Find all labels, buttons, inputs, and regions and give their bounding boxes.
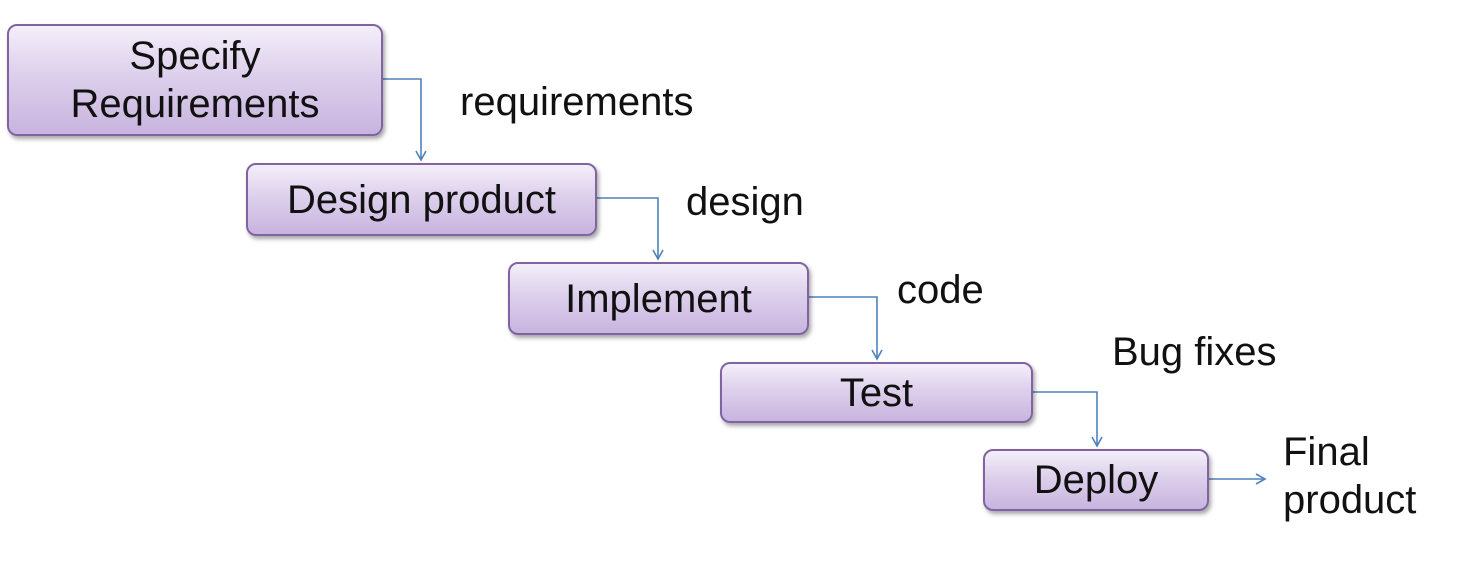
stage-label: Design product [286, 177, 557, 222]
arrow-implement-to-test [809, 296, 883, 361]
stage-label: Implement [565, 276, 752, 321]
flow-label-bug-fixes: Bug fixes [1112, 330, 1277, 374]
arrow-specify-to-design [383, 78, 427, 162]
arrow-test-to-deploy [1033, 391, 1103, 448]
stage-specify-requirements: Specify Requirements [7, 24, 383, 136]
arrow-design-to-implement [597, 197, 664, 261]
stage-implement: Implement [508, 262, 809, 335]
stage-test: Test [720, 362, 1033, 423]
flow-label-design: design [686, 180, 804, 224]
flow-label-final-product: Final product [1283, 430, 1417, 522]
stage-deploy: Deploy [983, 449, 1209, 511]
flow-label-code: code [897, 268, 984, 312]
stage-label: Specify Requirements [70, 34, 320, 126]
flow-label-requirements: requirements [460, 80, 694, 124]
stage-label: Deploy [1033, 458, 1159, 502]
stage-design-product: Design product [246, 163, 597, 236]
stage-label: Test [839, 370, 914, 415]
